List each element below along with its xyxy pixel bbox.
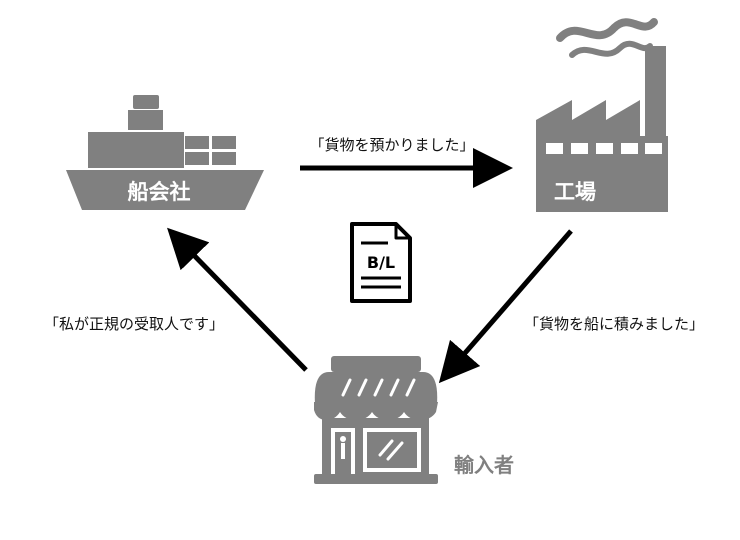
factory-label: 工場	[554, 180, 596, 204]
arrow-factory-to-importer	[438, 229, 573, 384]
message-shipping-to-factory: 「貨物を預かりました」	[309, 136, 474, 154]
store-details	[331, 378, 421, 474]
message-factory-to-importer: 「貨物を船に積みました」	[524, 315, 704, 333]
importer-label: 輸入者	[454, 453, 514, 477]
message-importer-to-shipping: 「私が正規の受取人です」	[44, 315, 224, 333]
arrow-importer-to-shipping	[167, 227, 308, 372]
bl-document-label: B/L	[367, 253, 395, 272]
factory-icon	[536, 18, 668, 212]
shipping-company-label: 船会社	[128, 180, 191, 204]
ship-icon	[66, 95, 264, 210]
document-icon	[350, 222, 412, 303]
